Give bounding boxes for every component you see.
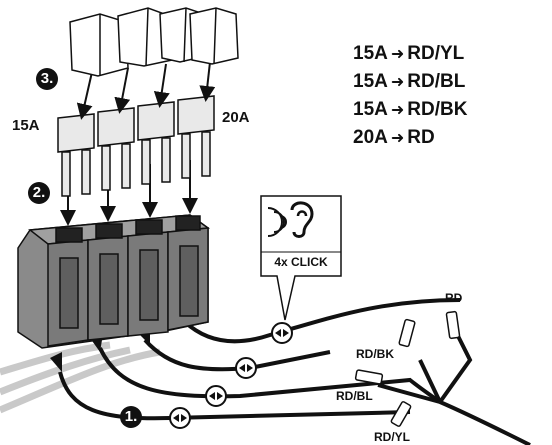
arrow-icon: ➜ xyxy=(390,102,405,119)
wire-label-rd-yl: RD/YL xyxy=(374,430,410,444)
step-one-badge: 1. xyxy=(120,406,142,428)
step-two-badge: 2. xyxy=(28,182,50,204)
click-symbol xyxy=(271,322,293,344)
legend-row: 20A➜RD xyxy=(353,124,467,152)
legend-row: 15A➜RD/BL xyxy=(353,68,467,96)
fuse-legend: 15A➜RD/YL 15A➜RD/BL 15A➜RD/BK 20A➜RD xyxy=(353,40,467,152)
black-wires xyxy=(58,298,531,445)
arrow-icon: ➜ xyxy=(390,74,405,91)
fuse-label-right: 20A xyxy=(222,109,250,126)
fuse-caps xyxy=(69,7,239,77)
step-three-badge: 3. xyxy=(36,68,58,90)
legend-row: 15A➜RD/YL xyxy=(353,40,467,68)
fuse-holder-block xyxy=(17,214,211,349)
blade-fuse xyxy=(97,107,135,191)
blade-fuses xyxy=(57,95,215,197)
arrow-icon: ➜ xyxy=(390,130,405,147)
click-callout-box xyxy=(260,195,342,321)
click-symbol xyxy=(169,407,191,429)
blade-fuse xyxy=(57,113,95,197)
blade-fuse xyxy=(137,101,175,185)
blade-fuse xyxy=(177,95,215,179)
wire-label-rd-bk: RD/BK xyxy=(356,347,394,361)
legend-row: 15A➜RD/BK xyxy=(353,96,467,124)
cap-to-fuse-arrows xyxy=(76,61,216,120)
connector-pins xyxy=(354,310,461,427)
ear-sound-icon xyxy=(267,201,314,238)
click-symbols xyxy=(169,322,293,429)
wire-label-rd-bl: RD/BL xyxy=(336,389,373,403)
fuse-cap xyxy=(189,7,239,65)
click-symbol xyxy=(235,357,257,379)
wire-label-rd: RD xyxy=(445,291,463,305)
gray-wire-loom xyxy=(0,341,161,414)
callout-click-text: 4x CLICK xyxy=(274,255,328,269)
fuse-label-left: 15A xyxy=(12,117,40,134)
click-symbol xyxy=(205,385,227,407)
fuse-cap xyxy=(69,13,129,77)
arrow-icon: ➜ xyxy=(390,46,405,63)
